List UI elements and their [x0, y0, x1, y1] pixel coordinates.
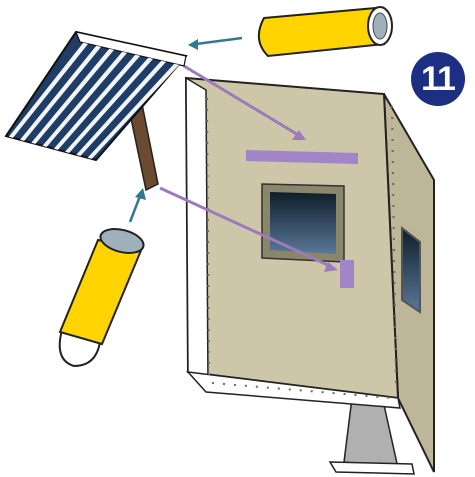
- pointer-arrow-top: [196, 38, 242, 44]
- pointer-arrow-top-head: [188, 39, 198, 50]
- front-wall: [186, 78, 400, 408]
- solar-panel-assembly: [6, 32, 186, 190]
- side-window: [402, 228, 420, 312]
- front-window: [262, 184, 344, 262]
- glue-stick-top-base: [373, 13, 387, 39]
- front-wall-edge: [186, 78, 208, 384]
- stand: [330, 396, 414, 474]
- step-number-badge: 11: [411, 52, 465, 106]
- pointer-arrow-bottom: [130, 196, 140, 222]
- step-number: 11: [421, 60, 455, 99]
- glue-stick-icon: [259, 7, 392, 56]
- glue-mark-bottom: [340, 260, 354, 288]
- glue-stick-icon: [60, 225, 146, 366]
- front-window-glass: [270, 192, 336, 254]
- glue-stick-top-body: [259, 8, 384, 56]
- pointer-arrow-bottom-head: [135, 188, 146, 200]
- stand-foot: [330, 462, 414, 474]
- glue-stick-bottom-body: [60, 240, 142, 344]
